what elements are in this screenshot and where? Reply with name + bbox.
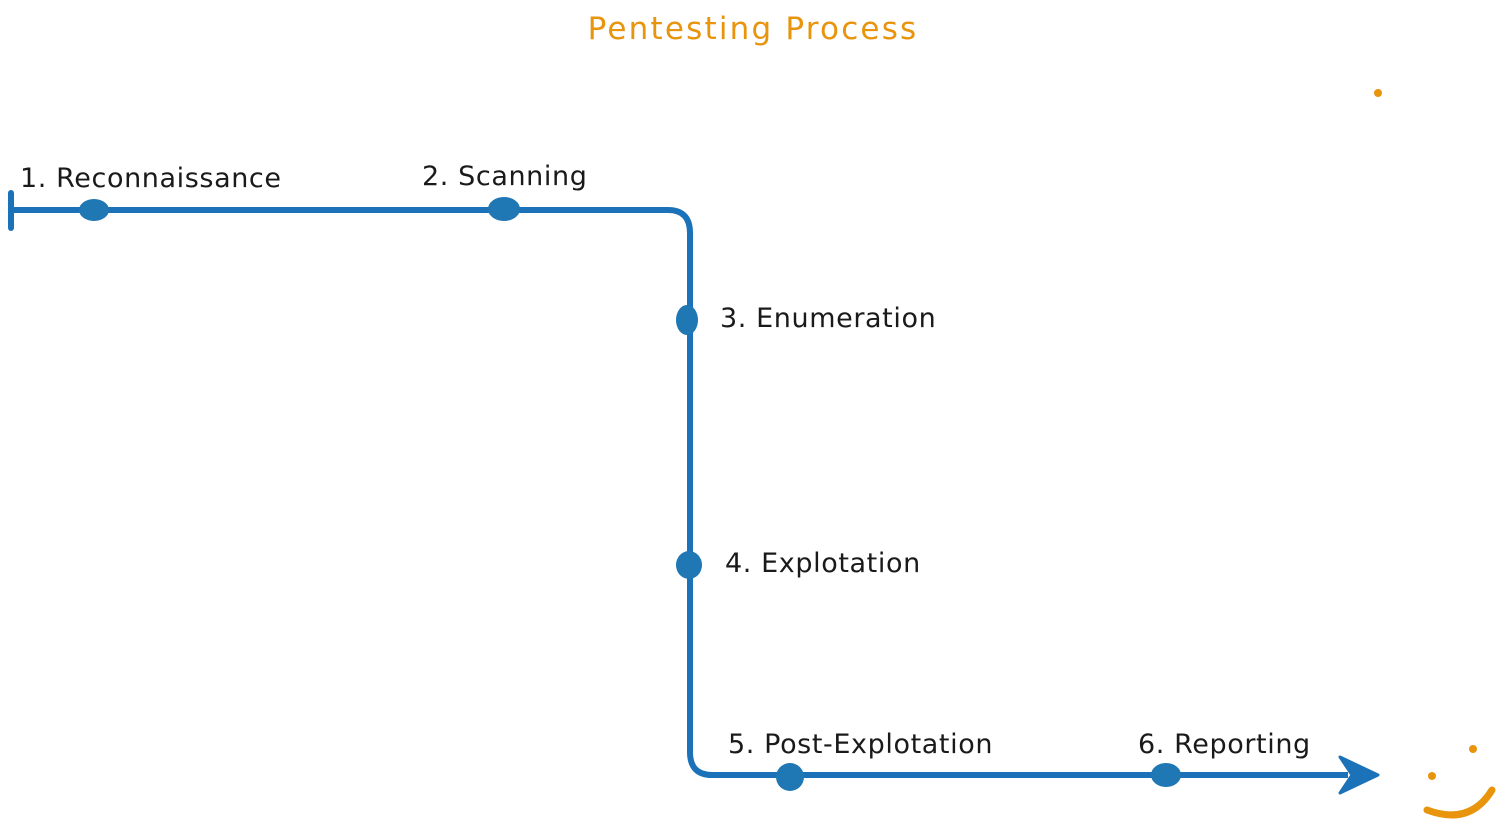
orange-dot-icon (1374, 89, 1382, 97)
timeline-arrow-icon (1338, 755, 1380, 795)
step-node-5[interactable] (776, 763, 804, 791)
step-node-4[interactable] (676, 551, 702, 579)
step-node-6[interactable] (1151, 763, 1181, 787)
smiley-right-eye-icon (1469, 745, 1477, 753)
smiley-left-eye-icon (1428, 772, 1436, 780)
step-node-2[interactable] (488, 197, 520, 221)
step-node-3[interactable] (676, 305, 698, 335)
step-node-1[interactable] (79, 199, 109, 221)
step-label-5: 5. Post-Explotation (728, 729, 994, 760)
smiley-mouth-icon (1423, 786, 1496, 819)
step-label-4: 4. Explotation (725, 548, 921, 579)
step-label-2: 2. Scanning (422, 161, 588, 192)
page-title: Pentesting Process (587, 11, 919, 47)
step-label-1: 1. Reconnaissance (20, 163, 282, 194)
step-label-6: 6. Reporting (1138, 729, 1311, 760)
step-label-3: 3. Enumeration (720, 303, 937, 334)
timeline-path (11, 207, 1348, 778)
